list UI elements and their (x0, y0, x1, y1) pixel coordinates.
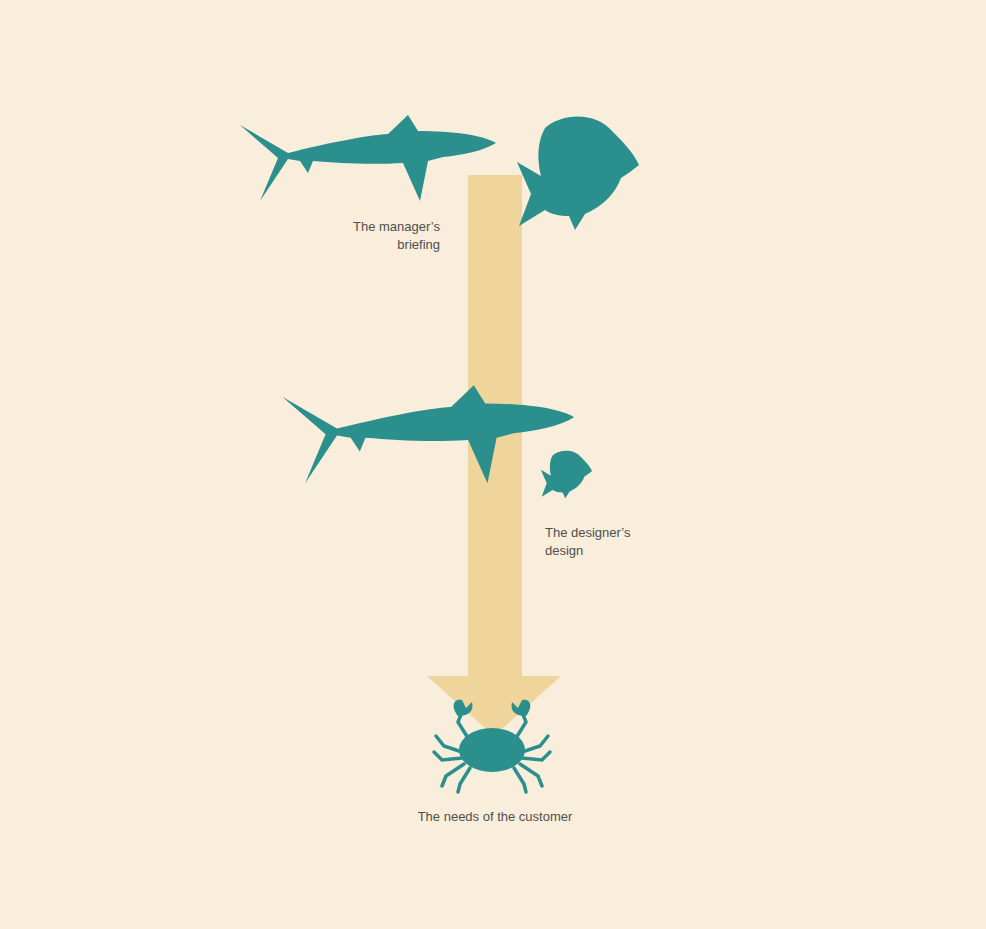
caption-label: The designer’s design (545, 524, 645, 560)
caption-label: The manager’s briefing (340, 218, 440, 254)
fish-icon (541, 451, 592, 499)
fish-icon (517, 117, 639, 231)
crab-icon (434, 700, 550, 792)
shark-icon (282, 385, 574, 483)
flow-arrow-head (427, 676, 561, 736)
shark-icon (240, 115, 496, 201)
caption-label: The needs of the customer (345, 808, 645, 826)
